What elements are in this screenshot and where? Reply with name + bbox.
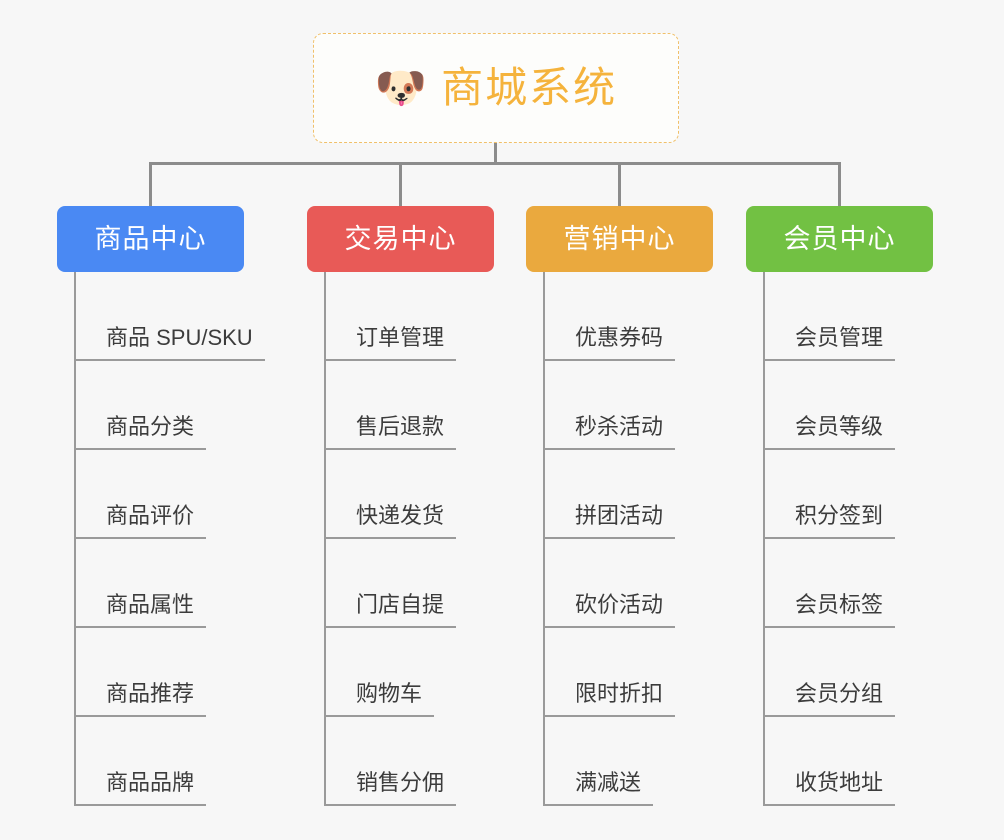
list-item-label: 会员标签 <box>795 592 884 617</box>
list-item-label: 商品属性 <box>106 592 195 617</box>
list-item[interactable]: 商品分类 <box>76 361 244 450</box>
column-marketing-center: 营销中心 优惠券码 秒杀活动 拼团活动 砍价活动 限时折扣 <box>526 206 713 806</box>
list-item[interactable]: 满减送 <box>545 717 713 806</box>
connector-horizontal-bus <box>149 162 841 165</box>
list-item[interactable]: 秒杀活动 <box>545 361 713 450</box>
list-item[interactable]: 会员标签 <box>765 539 933 628</box>
list-item[interactable]: 商品推荐 <box>76 628 244 717</box>
list-item-label: 商品 SPU/SKU <box>106 325 253 350</box>
list-item-rule <box>545 537 675 539</box>
list-item[interactable]: 商品 SPU/SKU <box>76 272 265 361</box>
column-member-center: 会员中心 会员管理 会员等级 积分签到 会员标签 会员分组 <box>746 206 933 806</box>
list-item-label: 订单管理 <box>356 325 445 350</box>
column-header-label: 商品中心 <box>94 223 207 254</box>
list-item[interactable]: 销售分佣 <box>326 717 494 806</box>
list-item[interactable]: 收货地址 <box>765 717 933 806</box>
connector-drop-4 <box>838 162 841 206</box>
list-item-rule <box>76 626 206 628</box>
list-item-label: 商品分类 <box>106 414 195 439</box>
list-item[interactable]: 拼团活动 <box>545 450 713 539</box>
list-item-rule <box>765 448 895 450</box>
list-item-rule <box>545 359 675 361</box>
list-item-rule <box>545 448 675 450</box>
list-item[interactable]: 购物车 <box>326 628 494 717</box>
list-item-label: 快递发货 <box>356 503 445 528</box>
list-item-rule <box>326 715 434 717</box>
list-item-label: 限时折扣 <box>575 681 664 706</box>
column-header-member-center[interactable]: 会员中心 <box>746 206 933 272</box>
list-item-label: 优惠券码 <box>575 325 664 350</box>
list-item[interactable]: 积分签到 <box>765 450 933 539</box>
list-item-label: 满减送 <box>575 770 642 795</box>
connector-drop-2 <box>399 162 402 206</box>
list-item-rule <box>76 715 206 717</box>
column-header-marketing-center[interactable]: 营销中心 <box>526 206 713 272</box>
list-item-label: 购物车 <box>356 681 423 706</box>
list-item-label: 秒杀活动 <box>575 414 664 439</box>
list-item[interactable]: 会员等级 <box>765 361 933 450</box>
column-header-label: 营销中心 <box>563 223 676 254</box>
list-item[interactable]: 会员分组 <box>765 628 933 717</box>
column-header-product-center[interactable]: 商品中心 <box>57 206 244 272</box>
list-item-rule <box>545 715 675 717</box>
list-item-label: 商品品牌 <box>106 770 195 795</box>
list-item-rule <box>545 804 653 806</box>
column-items-product-center: 商品 SPU/SKU 商品分类 商品评价 商品属性 商品推荐 商品品牌 <box>74 272 265 806</box>
list-item-label: 售后退款 <box>356 414 445 439</box>
column-trade-center: 交易中心 订单管理 售后退款 快递发货 门店自提 购物车 <box>307 206 494 806</box>
list-item[interactable]: 商品属性 <box>76 539 244 628</box>
connector-drop-1 <box>149 162 152 206</box>
list-item-rule <box>326 359 456 361</box>
list-item[interactable]: 限时折扣 <box>545 628 713 717</box>
list-item[interactable]: 门店自提 <box>326 539 494 628</box>
list-item-rule <box>765 359 895 361</box>
root-node-mall-system[interactable]: 🐶 商城系统 <box>313 33 679 143</box>
list-item-rule <box>765 537 895 539</box>
list-item-label: 会员分组 <box>795 681 884 706</box>
list-item-label: 拼团活动 <box>575 503 664 528</box>
list-item[interactable]: 商品品牌 <box>76 717 244 806</box>
column-header-trade-center[interactable]: 交易中心 <box>307 206 494 272</box>
list-item-rule <box>76 537 206 539</box>
list-item-rule <box>765 626 895 628</box>
list-item-label: 商品评价 <box>106 503 195 528</box>
column-items-marketing-center: 优惠券码 秒杀活动 拼团活动 砍价活动 限时折扣 满减送 <box>543 272 713 806</box>
list-item-label: 积分签到 <box>795 503 884 528</box>
list-item-rule <box>326 626 456 628</box>
list-item-rule <box>326 804 456 806</box>
list-item[interactable]: 快递发货 <box>326 450 494 539</box>
root-node-title: 商城系统 <box>441 64 618 111</box>
list-item-rule <box>765 804 895 806</box>
list-item-rule <box>545 626 675 628</box>
list-item-rule <box>326 448 456 450</box>
shiba-dog-face-icon: 🐶 <box>374 64 428 111</box>
column-items-trade-center: 订单管理 售后退款 快递发货 门店自提 购物车 销售分佣 <box>324 272 494 806</box>
connector-root-stub <box>494 143 497 164</box>
list-item[interactable]: 砍价活动 <box>545 539 713 628</box>
list-item-rule <box>76 359 265 361</box>
list-item-label: 砍价活动 <box>575 592 664 617</box>
list-item[interactable]: 优惠券码 <box>545 272 713 361</box>
column-header-label: 会员中心 <box>783 223 896 254</box>
list-item-label: 商品推荐 <box>106 681 195 706</box>
column-items-member-center: 会员管理 会员等级 积分签到 会员标签 会员分组 收货地址 <box>763 272 933 806</box>
list-item-rule <box>326 537 456 539</box>
list-item[interactable]: 订单管理 <box>326 272 494 361</box>
column-header-label: 交易中心 <box>344 223 457 254</box>
list-item-label: 门店自提 <box>356 592 445 617</box>
list-item-label: 会员等级 <box>795 414 884 439</box>
list-item-label: 销售分佣 <box>356 770 445 795</box>
list-item-label: 会员管理 <box>795 325 884 350</box>
list-item-label: 收货地址 <box>795 770 884 795</box>
list-item[interactable]: 会员管理 <box>765 272 933 361</box>
column-product-center: 商品中心 商品 SPU/SKU 商品分类 商品评价 商品属性 商品推荐 <box>57 206 265 806</box>
connector-drop-3 <box>618 162 621 206</box>
list-item[interactable]: 商品评价 <box>76 450 244 539</box>
list-item[interactable]: 售后退款 <box>326 361 494 450</box>
list-item-rule <box>765 715 895 717</box>
list-item-rule <box>76 804 206 806</box>
list-item-rule <box>76 448 206 450</box>
